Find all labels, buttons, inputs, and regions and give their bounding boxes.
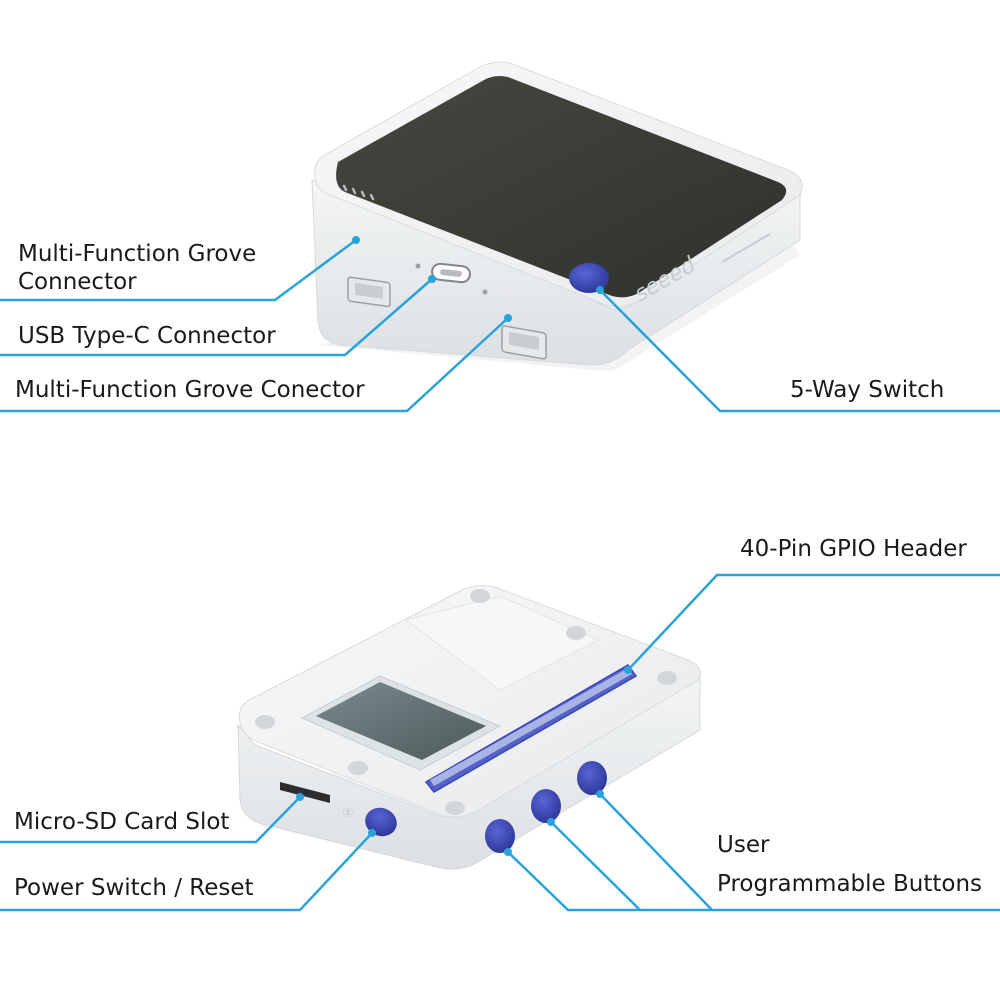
leader-gpio — [627, 573, 1000, 671]
label-grove-top-line1: Multi-Function Grove — [18, 241, 257, 267]
user-button-1 — [485, 819, 515, 853]
power-switch — [365, 807, 397, 837]
label-user-buttons-line1: User — [717, 832, 770, 858]
label-power-switch: Power Switch / Reset — [14, 875, 254, 901]
leader-user-1 — [507, 851, 1000, 912]
user-button-3 — [577, 761, 607, 795]
leader-grove-bottom — [0, 317, 509, 413]
status-led-strip — [342, 184, 375, 201]
label-grove-bottom: Multi-Function Grove Conector — [15, 377, 365, 403]
leader-five-way — [599, 289, 1000, 413]
leader-user-3 — [599, 793, 713, 911]
device-front-view: seeed — [311, 61, 803, 372]
label-micro-sd: Micro-SD Card Slot — [14, 809, 230, 835]
label-gpio-header: 40-Pin GPIO Header — [740, 536, 967, 562]
lcd-screen — [336, 76, 787, 298]
device-front-side — [311, 179, 801, 366]
user-button-2 — [531, 789, 561, 823]
micro-sd-slot — [280, 782, 330, 803]
five-way-switch — [569, 263, 609, 293]
leader-usb-c — [0, 278, 433, 357]
leader-power — [0, 832, 373, 912]
grove-port-right — [501, 325, 547, 360]
label-grove-top-line2: Connector — [18, 269, 137, 295]
device-rear-view: Ⓢ — [237, 585, 701, 870]
gpio-header — [424, 664, 638, 793]
leader-micro-sd — [0, 796, 301, 844]
grove-port-left — [347, 276, 391, 308]
leader-user-2 — [550, 821, 641, 911]
label-five-way-switch: 5-Way Switch — [790, 377, 945, 403]
screw-holes — [255, 589, 677, 815]
svg-text:Ⓢ: Ⓢ — [341, 806, 354, 820]
label-usb-c: USB Type-C Connector — [18, 323, 276, 349]
leader-grove-top — [0, 238, 357, 302]
leader-lines — [0, 238, 1000, 912]
label-user-buttons-line2: Programmable Buttons — [717, 871, 983, 897]
